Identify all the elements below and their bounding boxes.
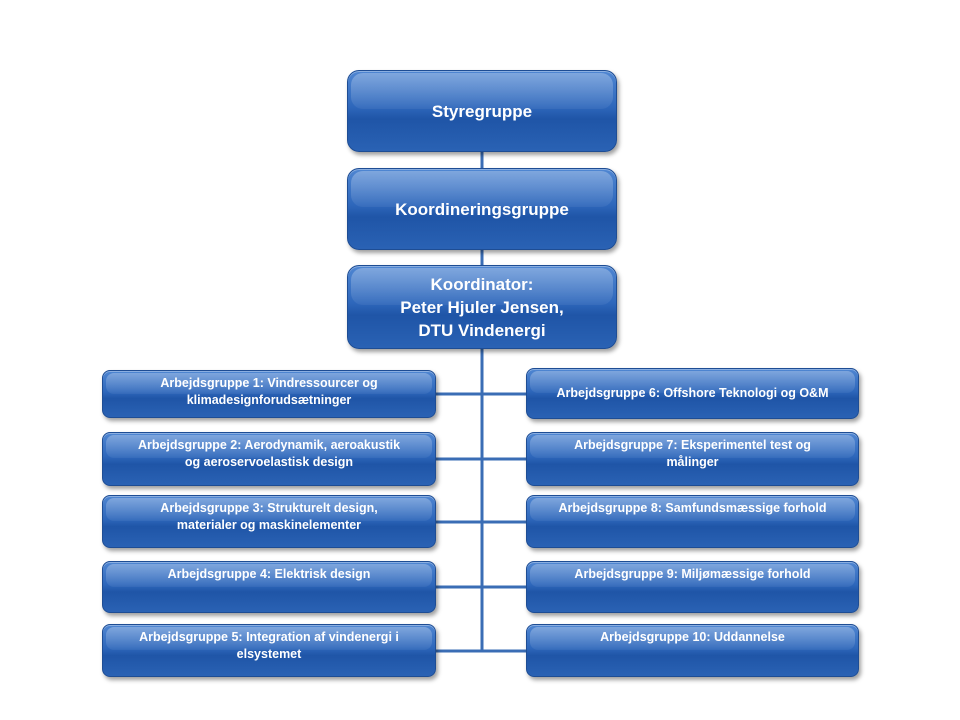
working-group-7-box: Arbejdsgruppe 7: Eksperimentel test og m… xyxy=(526,432,859,486)
working-group-9-box: Arbejdsgruppe 9: Miljømæssige forhold xyxy=(526,561,859,613)
working-group-9-label: Arbejdsgruppe 9: Miljømæssige forhold xyxy=(574,567,811,581)
working-group-2-label: Arbejdsgruppe 2: Aerodynamik, aeroakusti… xyxy=(137,438,401,469)
working-group-8-box: Arbejdsgruppe 8: Samfundsmæssige forhold xyxy=(526,495,859,548)
working-group-5-box: Arbejdsgruppe 5: Integration af vindener… xyxy=(102,624,436,677)
styregruppe-box: Styregruppe xyxy=(347,70,617,152)
working-group-3-label: Arbejdsgruppe 3: Strukturelt design, mat… xyxy=(160,501,378,532)
working-group-10-box: Arbejdsgruppe 10: Uddannelse xyxy=(526,624,859,677)
working-group-3-box: Arbejdsgruppe 3: Strukturelt design, mat… xyxy=(102,495,436,548)
styregruppe-label: Styregruppe xyxy=(431,101,533,121)
working-group-4-box: Arbejdsgruppe 4: Elektrisk design xyxy=(102,561,436,613)
koordineringsgruppe-label: Koordineringsgruppe xyxy=(395,199,569,219)
working-group-1-label: Arbejdsgruppe 1: Vindressourcer og klima… xyxy=(160,376,378,407)
koordinator-label: Koordinator: Peter Hjuler Jensen, DTU Vi… xyxy=(400,274,564,340)
koordineringsgruppe-box: Koordineringsgruppe xyxy=(347,168,617,250)
working-group-1-box: Arbejdsgruppe 1: Vindressourcer og klima… xyxy=(102,370,436,418)
working-group-7-label: Arbejdsgruppe 7: Eksperimentel test og m… xyxy=(574,438,811,469)
working-group-5-label: Arbejdsgruppe 5: Integration af vindener… xyxy=(139,630,399,661)
working-group-4-label: Arbejdsgruppe 4: Elektrisk design xyxy=(167,567,371,581)
working-group-6-box: Arbejdsgruppe 6: Offshore Teknologi og O… xyxy=(526,368,859,419)
working-group-8-label: Arbejdsgruppe 8: Samfundsmæssige forhold xyxy=(558,501,827,515)
working-group-10-label: Arbejdsgruppe 10: Uddannelse xyxy=(600,630,785,644)
working-group-6-label: Arbejdsgruppe 6: Offshore Teknologi og O… xyxy=(556,386,829,400)
koordinator-box: Koordinator: Peter Hjuler Jensen, DTU Vi… xyxy=(347,265,617,349)
working-group-2-box: Arbejdsgruppe 2: Aerodynamik, aeroakusti… xyxy=(102,432,436,486)
